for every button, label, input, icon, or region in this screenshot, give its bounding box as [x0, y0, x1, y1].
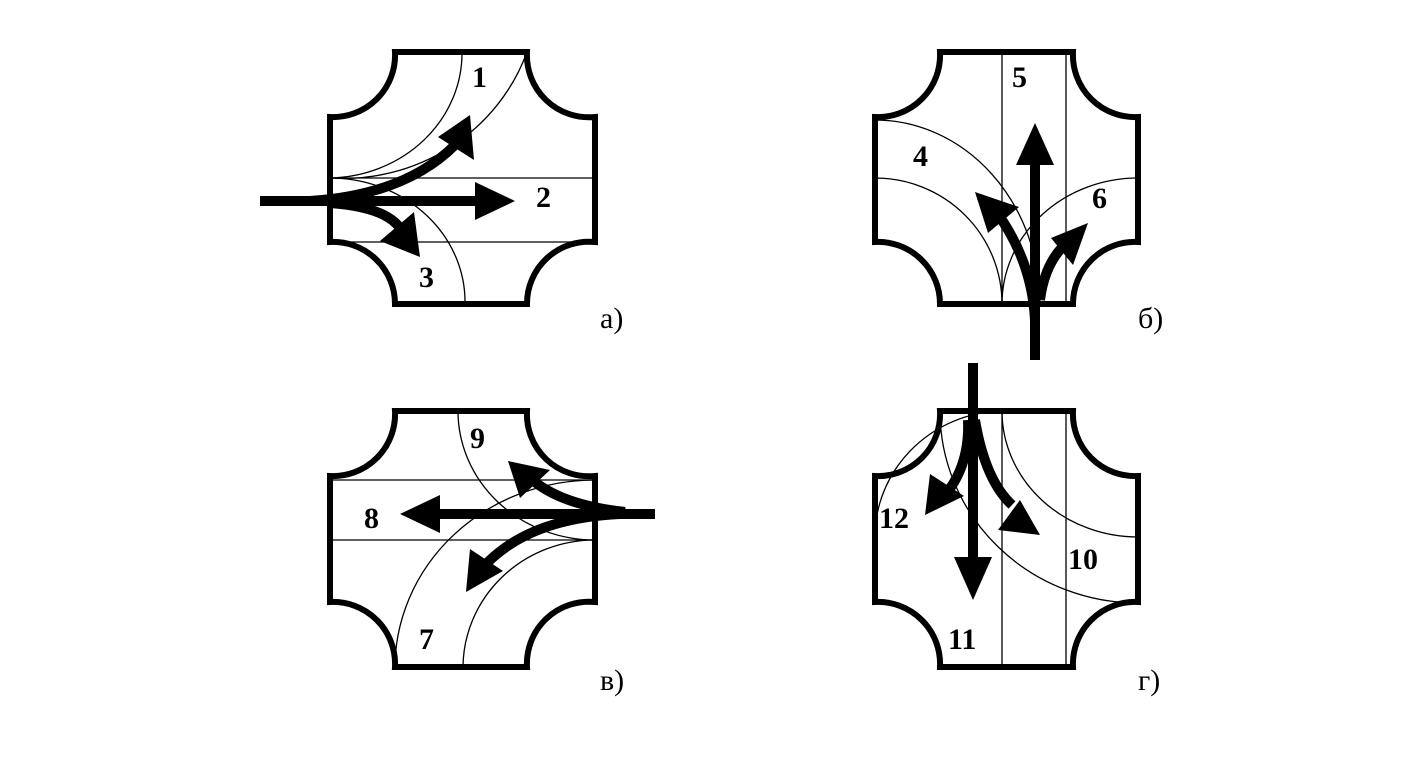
- panel-caption: в): [600, 664, 624, 697]
- trajectory-curve: [329, 51, 528, 180]
- straight-arrowhead: [954, 557, 992, 600]
- left-turn-arrow-shaft: [970, 419, 1016, 509]
- right-turn-arrow-shaft: [526, 474, 626, 517]
- label-12: 12: [879, 502, 909, 535]
- trajectory-curve: [1001, 177, 1139, 305]
- trajectory-curve: [329, 177, 466, 305]
- panel-a: 1 2 3 а): [260, 49, 623, 335]
- label-8: 8: [364, 502, 379, 535]
- left-turn-arrowhead: [438, 115, 474, 160]
- left-turn-arrowhead: [998, 500, 1040, 535]
- label-11: 11: [948, 623, 976, 656]
- label-4: 4: [913, 140, 928, 173]
- right-turn-arrowhead: [925, 474, 964, 515]
- trajectory-curve: [939, 410, 1139, 604]
- panel-caption: а): [600, 302, 623, 335]
- intersection-outline: [327, 49, 598, 307]
- label-5: 5: [1012, 61, 1027, 94]
- right-turn-arrow-shaft: [329, 198, 405, 232]
- trajectory-curve: [874, 177, 1003, 305]
- trajectory-curve: [394, 479, 596, 668]
- label-2: 2: [536, 181, 551, 214]
- panel-v: 9 8 7 в): [327, 408, 655, 697]
- trajectory-curve: [462, 539, 596, 668]
- intersection-outline: [327, 408, 598, 670]
- left-turn-arrowhead: [466, 549, 503, 592]
- label-3: 3: [419, 261, 434, 294]
- straight-arrowhead: [1016, 123, 1054, 165]
- panel-caption: б): [1138, 302, 1163, 335]
- straight-arrowhead: [475, 182, 515, 220]
- trajectory-curve: [1001, 410, 1139, 538]
- trajectory-curve: [457, 410, 596, 541]
- intersection-outline: [872, 49, 1141, 307]
- panel-caption: г): [1138, 664, 1160, 697]
- straight-arrowhead: [400, 495, 440, 533]
- trajectory-curve: [329, 51, 463, 179]
- right-turn-arrowhead: [380, 212, 420, 257]
- panel-b: 5 4 6 б): [872, 49, 1163, 360]
- left-turn-arrow-shaft: [481, 509, 621, 569]
- label-6: 6: [1092, 182, 1107, 215]
- label-10: 10: [1068, 543, 1098, 576]
- right-turn-arrowhead: [508, 461, 550, 498]
- left-turn-arrowhead: [975, 192, 1019, 233]
- label-1: 1: [472, 61, 487, 94]
- right-turn-arrow-shaft: [941, 419, 974, 499]
- intersection-outline: [872, 408, 1141, 670]
- trajectory-curve: [874, 119, 1041, 305]
- right-turn-arrowhead: [1051, 223, 1088, 265]
- panel-g: 12 10 11 г): [872, 363, 1160, 697]
- label-9: 9: [470, 422, 485, 455]
- label-7: 7: [419, 623, 434, 656]
